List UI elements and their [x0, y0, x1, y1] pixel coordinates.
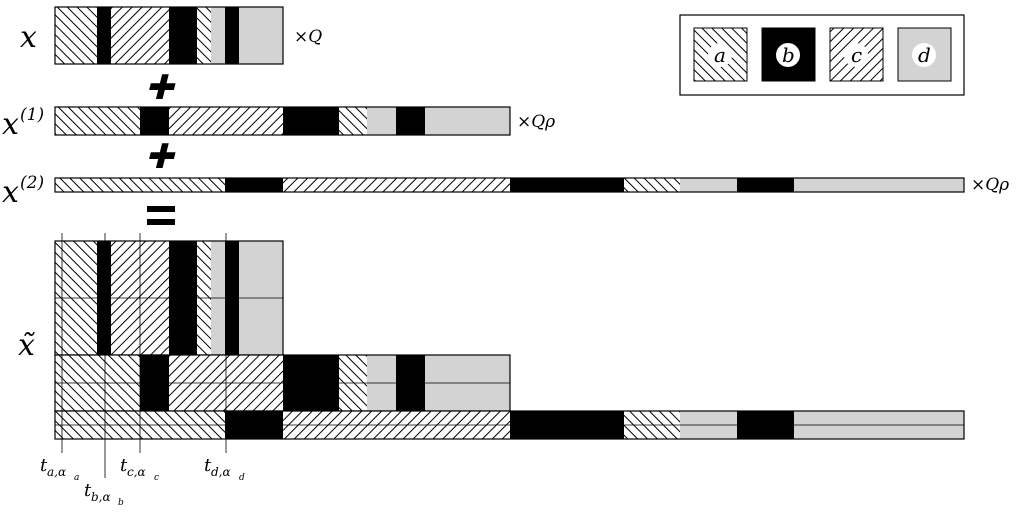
segment-a: [55, 107, 140, 135]
svg-text:c,α: c,α: [127, 465, 146, 479]
tick-label-t-c: t c,α c: [120, 455, 159, 483]
segment-b: [169, 7, 197, 64]
segment-b: [225, 7, 239, 64]
multiplier-x1: ×Qρ: [517, 112, 555, 132]
segment-d: [367, 107, 396, 135]
tick-label-t-b: t b,α b: [84, 480, 124, 508]
segment-a: [339, 107, 367, 135]
multiplier-x2: ×Qρ: [971, 175, 1009, 195]
segment-b: [510, 178, 624, 192]
label-x2-superscript: (2): [20, 173, 44, 193]
svg-text:t: t: [40, 455, 48, 476]
tick-label-t-a: t a,α a: [40, 455, 79, 483]
svg-text:t: t: [120, 455, 128, 476]
svg-text:c: c: [154, 473, 159, 483]
row-x1: [54, 106, 511, 136]
svg-text:t: t: [84, 480, 92, 501]
row-x2-border: [54, 177, 965, 193]
segment-c: [111, 7, 169, 64]
plus-sign-1: ✚: [145, 68, 176, 108]
legend: a b c d: [679, 14, 965, 96]
row-x1-border: [54, 106, 511, 136]
tick-label-t-d: t d,α d: [204, 455, 245, 483]
multiplier-x: ×Q: [294, 27, 322, 47]
segment-b: [737, 178, 794, 192]
segment-d: [425, 107, 510, 135]
legend-label-c: c: [851, 43, 862, 67]
label-x2: x: [2, 175, 19, 210]
segment-d: [680, 178, 737, 192]
svg-text:d: d: [239, 473, 245, 483]
svg-text:b: b: [118, 498, 124, 508]
svg-text:d,α: d,α: [211, 465, 231, 479]
segment-a: [197, 7, 211, 64]
segment-a: [55, 7, 97, 64]
svg-text:t: t: [204, 455, 212, 476]
segment-a: [55, 178, 225, 192]
legend-label-a: a: [714, 43, 726, 67]
segment-c: [169, 107, 283, 135]
segment-a: [624, 178, 680, 192]
row-x: [54, 6, 284, 65]
row-x2: [54, 177, 965, 193]
row-x-border: [54, 6, 284, 65]
legend-swatch-d: [897, 27, 952, 82]
equals-sign: [147, 206, 175, 225]
segment-d: [211, 7, 225, 64]
composite-x-tilde: [54, 233, 965, 478]
svg-text:a: a: [74, 473, 79, 483]
svg-text:a,α: a,α: [47, 465, 66, 479]
segment-b: [283, 107, 339, 135]
segment-d: [239, 7, 283, 64]
segment-c: [283, 178, 510, 192]
legend-label-d: d: [918, 43, 931, 67]
segment-b: [140, 107, 169, 135]
segment-d: [794, 178, 964, 192]
plus-sign-2: ✚: [145, 137, 176, 177]
label-x-tilde: x̃: [18, 328, 36, 363]
segment-b: [396, 107, 425, 135]
label-x1: x: [2, 107, 19, 142]
label-x: x: [20, 20, 37, 55]
label-x1-superscript: (1): [20, 105, 44, 125]
svg-text:b,α: b,α: [91, 490, 111, 504]
segment-b: [225, 178, 283, 192]
segment-b: [97, 7, 111, 64]
legend-label-b: b: [782, 43, 795, 67]
